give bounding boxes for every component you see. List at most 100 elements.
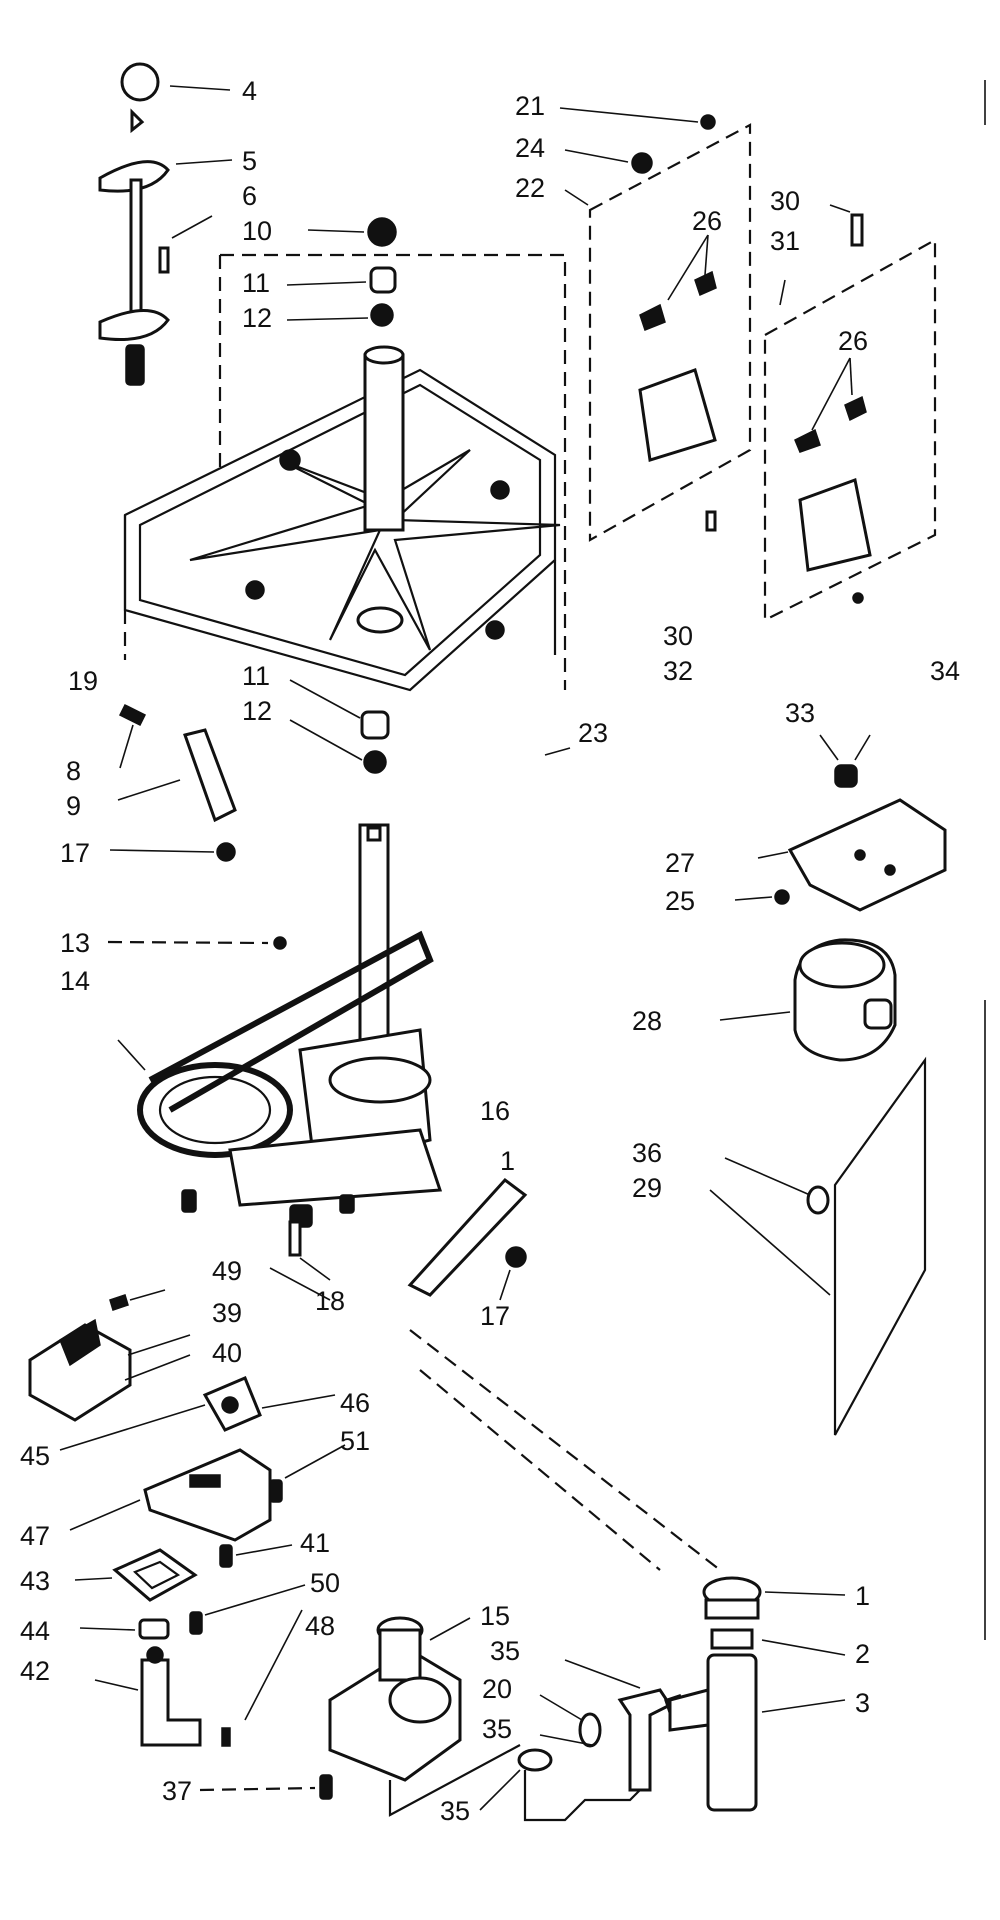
- leader-1b: [764, 1591, 846, 1596]
- label-30a: 30: [770, 186, 800, 216]
- leader-14: [117, 1039, 146, 1071]
- label-51: 51: [340, 1426, 370, 1456]
- label-22: 22: [515, 173, 545, 203]
- part-17-nut-a: [216, 842, 236, 862]
- label-26b: 26: [838, 326, 868, 356]
- label-34: 34: [930, 656, 960, 686]
- label-12b: 12: [242, 696, 272, 726]
- label-30b: 30: [663, 621, 693, 651]
- leader-26a2: [704, 234, 709, 276]
- leader-35c: [479, 1769, 521, 1811]
- leader-37: [199, 1786, 316, 1792]
- label-10: 10: [242, 216, 272, 246]
- part-1-2-3-pipe-assembly: [668, 1576, 762, 1812]
- label-43: 43: [20, 1566, 50, 1596]
- leader-39: [127, 1334, 191, 1356]
- pump-outline-line: [388, 1744, 521, 1817]
- part-46-solenoid: [202, 1376, 262, 1432]
- leader-23: [544, 747, 571, 756]
- label-17b: 17: [480, 1301, 510, 1331]
- label-8: 8: [66, 756, 81, 786]
- label-35a: 35: [490, 1636, 520, 1666]
- label-27: 27: [665, 848, 695, 878]
- leader-21: [559, 107, 699, 123]
- label-31: 31: [770, 226, 800, 256]
- leader-51: [284, 1444, 346, 1479]
- part-4-cap: [120, 62, 160, 102]
- part-28-motor: [793, 938, 897, 1062]
- leader-49: [269, 1267, 331, 1301]
- label-36: 36: [632, 1138, 662, 1168]
- leader-28: [719, 1011, 791, 1021]
- leader-17a: [109, 849, 215, 853]
- label-11a: 11: [242, 268, 270, 298]
- leader-49b: [129, 1289, 166, 1301]
- label-16: 16: [480, 1096, 510, 1126]
- label-21: 21: [515, 91, 545, 121]
- label-19: 19: [68, 666, 98, 696]
- leader-26a: [667, 234, 709, 301]
- tub-base-assembly: [123, 253, 567, 692]
- leader-42: [94, 1679, 139, 1691]
- part-25-screw: [774, 889, 790, 905]
- label-44: 44: [20, 1616, 50, 1646]
- leader-10: [307, 229, 365, 233]
- leader-47: [69, 1499, 141, 1531]
- label-49: 49: [212, 1256, 242, 1286]
- label-35c: 35: [440, 1796, 470, 1826]
- label-15: 15: [480, 1601, 510, 1631]
- label-41: 41: [300, 1528, 330, 1558]
- leader-2: [761, 1639, 846, 1656]
- part-49-screw: [109, 1294, 129, 1311]
- leader-26b2: [849, 357, 853, 396]
- label-1a: 1: [500, 1146, 515, 1176]
- leader-5: [175, 159, 233, 165]
- leader-25: [734, 896, 773, 901]
- label-50: 50: [310, 1568, 340, 1598]
- leader-45: [59, 1404, 206, 1451]
- part-17-nut-b: [505, 1246, 527, 1268]
- panel-22: [588, 123, 752, 542]
- part-42-hose: [140, 1646, 202, 1747]
- part-11-bushing-top: [369, 266, 397, 294]
- label-1b: 1: [855, 1581, 870, 1611]
- label-20: 20: [482, 1674, 512, 1704]
- part-37-screw: [319, 1774, 333, 1800]
- part-9-bracket: [183, 728, 237, 823]
- part-12-washer-bottom: [363, 750, 387, 774]
- label-3: 3: [855, 1688, 870, 1718]
- part-47-bracket: [143, 1448, 272, 1542]
- transmission-assembly: [137, 823, 443, 1228]
- leader-3: [761, 1699, 846, 1713]
- label-18: 18: [315, 1286, 345, 1316]
- label-9: 9: [66, 791, 81, 821]
- part-39-switch: [28, 1318, 132, 1422]
- part-5-bracket-assembly: [98, 108, 170, 386]
- label-42: 42: [20, 1656, 50, 1686]
- part-6-screw: [158, 246, 170, 274]
- leader-12b: [289, 719, 363, 761]
- part-48-clip: [221, 1727, 231, 1747]
- leader-35a: [564, 1659, 641, 1689]
- leader-20: [539, 1694, 583, 1721]
- leader-35b: [539, 1734, 593, 1746]
- label-33: 33: [785, 698, 815, 728]
- part-27-motor-bracket: [787, 798, 947, 912]
- connection-line-a: [409, 1329, 721, 1571]
- label-6: 6: [242, 181, 257, 211]
- label-12a: 12: [242, 303, 272, 333]
- label-47: 47: [20, 1521, 50, 1551]
- part-36-grommet: [806, 1185, 830, 1215]
- label-32: 32: [663, 656, 693, 686]
- label-23: 23: [578, 718, 608, 748]
- leader-18: [299, 1257, 331, 1281]
- leader-40: [124, 1354, 191, 1381]
- part-51-screw: [269, 1479, 283, 1503]
- leader-11a: [286, 281, 367, 286]
- panel-31: [763, 238, 937, 622]
- leader-44: [79, 1627, 136, 1631]
- part-30-screw-top: [850, 213, 864, 247]
- label-40: 40: [212, 1338, 242, 1368]
- leader-15: [429, 1617, 471, 1641]
